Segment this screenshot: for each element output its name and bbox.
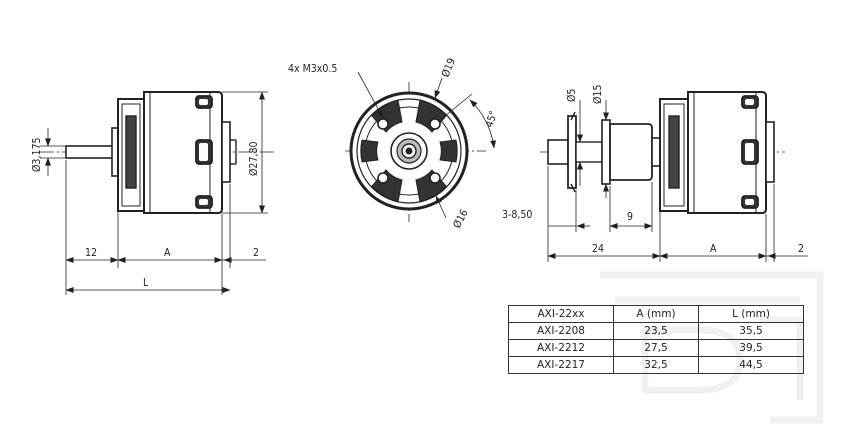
table-row: AXI-2217 32,5 44,5 [508,356,804,374]
adapter-d15-label: Ø15 [592,85,604,104]
left-view-dimensions [40,91,268,295]
table-header: AXI-22xx [508,305,614,323]
table-cell: 32,5 [613,356,699,374]
mount-holes-label: 4x M3x0.5 [288,63,337,75]
dim-24-label: 24 [592,243,604,255]
table-cell: 44,5 [698,356,804,374]
bolt-circle-16-label: Ø16 [451,208,471,231]
dim-2-right-label: 2 [798,243,804,255]
body-diameter-label: Ø27,80 [248,142,260,176]
table-header: A (mm) [613,305,699,323]
motor-side-view [40,91,275,214]
table-cell: 39,5 [698,339,804,357]
right-view-dimensions [547,100,808,262]
dim-9-label: 9 [627,211,633,223]
dim-a-left-label: A [164,247,171,259]
table-cell: 27,5 [613,339,699,357]
spec-table: AXI-22xx A (mm) L (mm) AXI-2208 23,5 35,… [508,305,804,374]
adapter-range-label: 3-8,50 [502,209,532,221]
motor-adapter-view [540,91,785,214]
table-row: AXI-2208 23,5 35,5 [508,322,804,340]
adapter-d5-label: Ø5 [566,89,578,102]
table-cell: AXI-2208 [508,322,614,340]
table-header: L (mm) [698,305,804,323]
table-cell: 35,5 [698,322,804,340]
dim-2-left-label: 2 [253,247,259,259]
dim-a-right-label: A [710,243,717,255]
table-header-row: AXI-22xx A (mm) L (mm) [508,305,804,323]
table-cell: AXI-2212 [508,339,614,357]
table-cell: 23,5 [613,322,699,340]
table-row: AXI-2212 27,5 39,5 [508,339,804,357]
bolt-circle-19-label: Ø19 [440,57,458,80]
shaft-diameter-label: Ø3,175 [31,138,43,172]
angle-45-label: 45° [483,109,500,129]
table-cell: AXI-2217 [508,356,614,374]
motor-front-view [345,71,497,222]
dim-12-label: 12 [85,247,97,259]
dim-l-label: L [143,277,149,289]
